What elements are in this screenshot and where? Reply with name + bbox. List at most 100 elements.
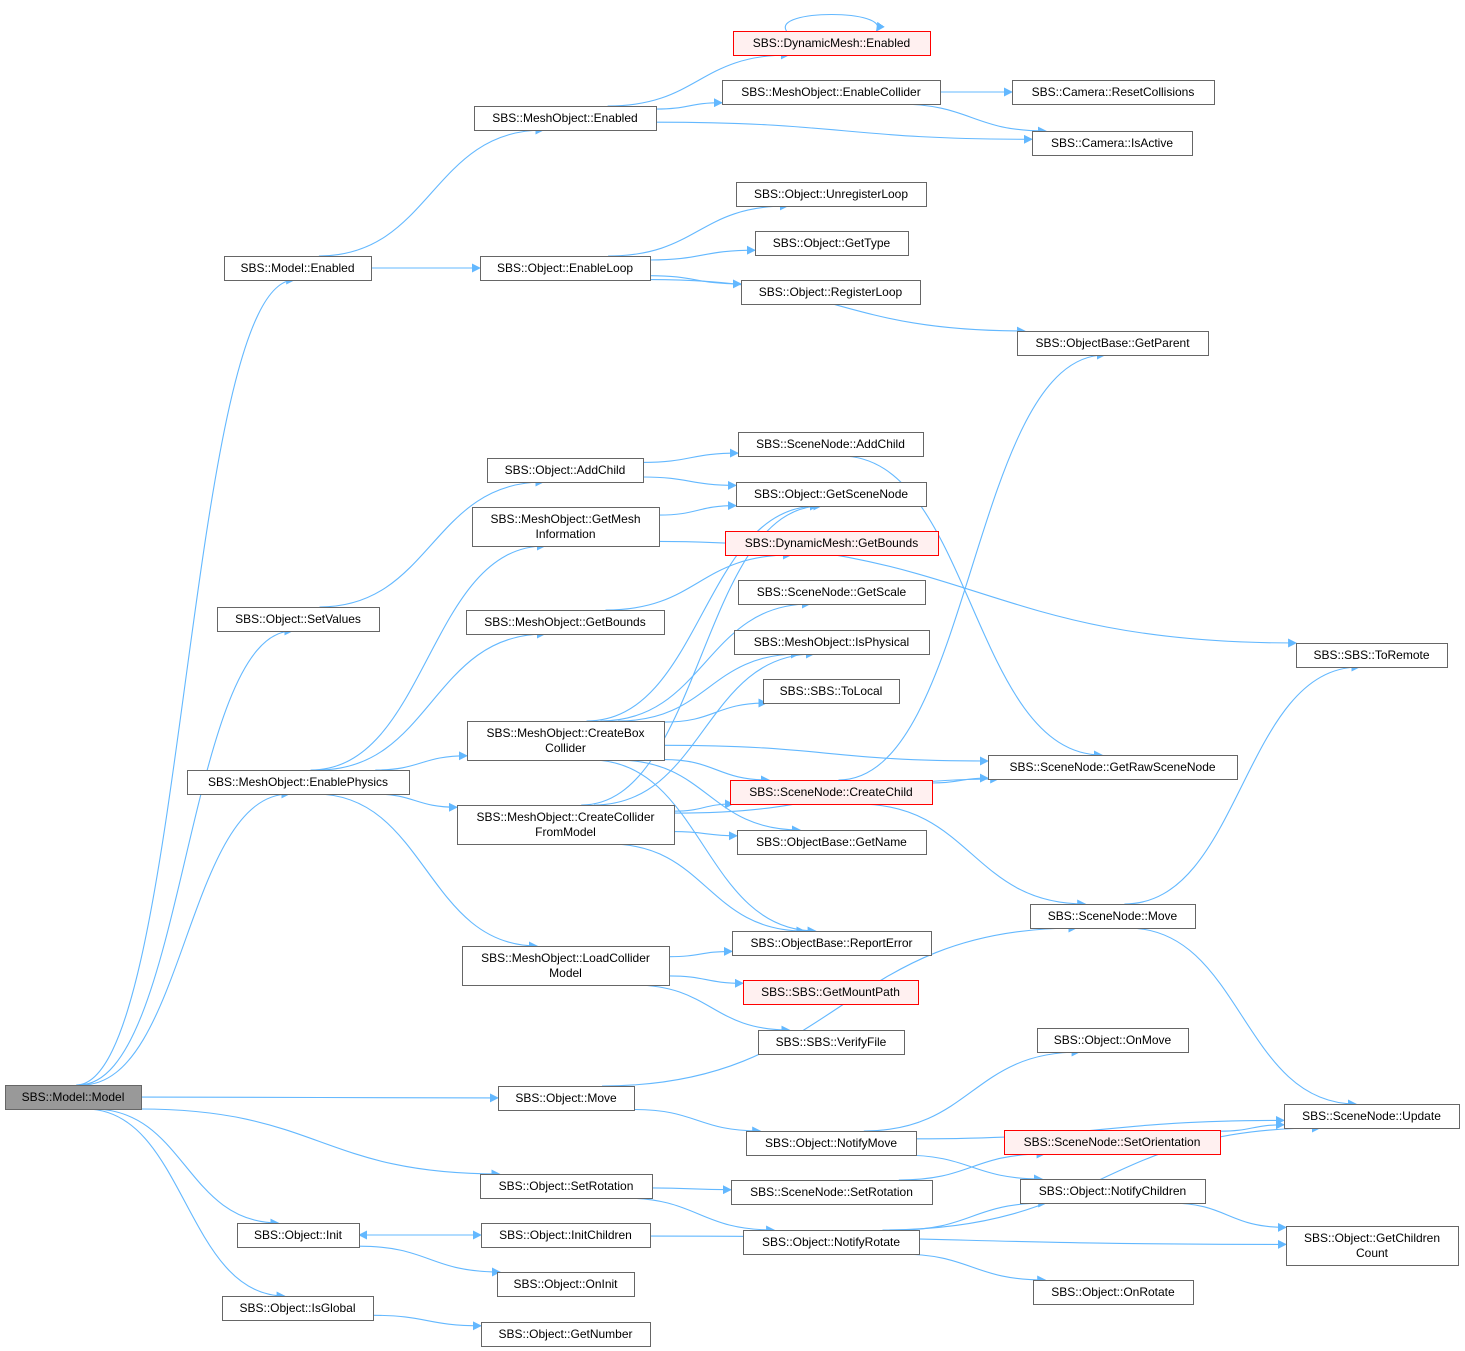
edge-scenenode-setrotation-to-scenenode-setorientation	[898, 1149, 1046, 1181]
node-layer: SBS::Model::ModelSBS::Model::EnabledSBS:…	[5, 31, 1460, 1347]
node-object-addchild[interactable]: SBS::Object::AddChild	[487, 458, 644, 483]
node-object-enableloop[interactable]: SBS::Object::EnableLoop	[480, 256, 651, 281]
edge-scenenode-move-to-scenenode-update	[1127, 927, 1357, 1109]
node-scenenode-createchild[interactable]: SBS::SceneNode::CreateChild	[730, 780, 933, 805]
node-label: SBS::Object::UnregisterLoop	[754, 187, 908, 201]
node-camera-resetcollisions[interactable]: SBS::Camera::ResetCollisions	[1012, 80, 1215, 105]
node-meshobject-enabled[interactable]: SBS::MeshObject::Enabled	[474, 106, 657, 131]
edge-scenenode-createchild-to-scenenode-move	[858, 803, 1087, 909]
edge-object-move-to-object-notifymove	[633, 1108, 762, 1136]
node-object-notifymove[interactable]: SBS::Object::NotifyMove	[746, 1131, 917, 1156]
node-object-init[interactable]: SBS::Object::Init	[237, 1223, 360, 1248]
node-object-isglobal[interactable]: SBS::Object::IsGlobal	[222, 1296, 374, 1321]
node-box	[474, 106, 657, 131]
node-object-initchildren[interactable]: SBS::Object::InitChildren	[481, 1223, 651, 1248]
node-sbs-verifyfile[interactable]: SBS::SBS::VerifyFile	[758, 1030, 905, 1055]
node-label: SBS::SceneNode::AddChild	[756, 437, 905, 451]
node-object-setvalues[interactable]: SBS::Object::SetValues	[217, 607, 380, 632]
node-label: SBS::Object::OnMove	[1054, 1033, 1172, 1047]
node-box	[497, 1272, 635, 1297]
edge-model-model-to-object-setrotation	[139, 1108, 501, 1179]
node-camera-isactive[interactable]: SBS::Camera::IsActive	[1032, 131, 1193, 156]
node-scenenode-update[interactable]: SBS::SceneNode::Update	[1284, 1104, 1460, 1129]
node-box	[481, 1322, 651, 1347]
node-object-gettype[interactable]: SBS::Object::GetType	[755, 231, 909, 256]
edge-scenenode-move-to-sbs-toremote	[1124, 662, 1361, 905]
node-label: SBS::SceneNode::SetRotation	[750, 1185, 913, 1199]
node-box	[733, 31, 931, 56]
node-dynamicmesh-getbounds[interactable]: SBS::DynamicMesh::GetBounds	[725, 531, 939, 556]
edge-scenenode-addchild-to-scenenode-getrawscenenode	[840, 455, 1103, 760]
edge-meshobject-enablephysics-to-meshobject-createboxcollider	[375, 751, 468, 771]
node-objectbase-getparent[interactable]: SBS::ObjectBase::GetParent	[1017, 331, 1209, 356]
node-label: SBS::Object::Move	[515, 1091, 617, 1105]
edge-object-enableloop-to-object-unregisterloop	[608, 201, 789, 257]
node-box	[743, 1230, 920, 1255]
node-object-notifyrotate[interactable]: SBS::Object::NotifyRotate	[743, 1230, 920, 1255]
node-sbs-getmountpath[interactable]: SBS::SBS::GetMountPath	[743, 980, 919, 1005]
node-scenenode-getrawscenenode[interactable]: SBS::SceneNode::GetRawSceneNode	[988, 755, 1238, 780]
node-objectbase-getname[interactable]: SBS::ObjectBase::GetName	[737, 830, 927, 855]
node-sbs-tolocal[interactable]: SBS::SBS::ToLocal	[763, 679, 900, 704]
edge-dynamicmesh-enabled-to-dynamicmesh-enabled	[784, 13, 885, 32]
node-object-notifychildren[interactable]: SBS::Object::NotifyChildren	[1020, 1179, 1206, 1204]
node-object-move[interactable]: SBS::Object::Move	[498, 1086, 635, 1111]
node-object-setrotation[interactable]: SBS::Object::SetRotation	[480, 1174, 653, 1199]
edge-model-model-to-meshobject-enablephysics	[81, 789, 291, 1086]
node-object-onrotate[interactable]: SBS::Object::OnRotate	[1033, 1280, 1194, 1305]
node-meshobject-enablephysics[interactable]: SBS::MeshObject::EnablePhysics	[187, 770, 410, 795]
node-label: SBS::Object::AddChild	[505, 463, 626, 477]
node-label: Information	[535, 527, 595, 541]
edge-model-model-to-object-move	[140, 1093, 499, 1103]
node-box	[755, 231, 909, 256]
node-sbs-toremote[interactable]: SBS::SBS::ToRemote	[1296, 643, 1448, 668]
edge-model-enabled-to-meshobject-enabled	[318, 125, 545, 257]
node-box	[1033, 1280, 1194, 1305]
node-dynamicmesh-enabled[interactable]: SBS::DynamicMesh::Enabled	[733, 31, 931, 56]
node-scenenode-setorientation[interactable]: SBS::SceneNode::SetOrientation	[1004, 1130, 1221, 1155]
node-label: SBS::Object::RegisterLoop	[759, 285, 903, 299]
edge-meshobject-createcolliderfrommodel-to-objectbase-reporterror	[609, 843, 806, 936]
node-box	[487, 458, 644, 483]
node-object-getscenenode[interactable]: SBS::Object::GetSceneNode	[736, 482, 927, 507]
edge-meshobject-enablephysics-to-meshobject-createcolliderfrommodel	[373, 793, 458, 812]
node-scenenode-getscale[interactable]: SBS::SceneNode::GetScale	[738, 580, 926, 605]
node-object-getnumber[interactable]: SBS::Object::GetNumber	[481, 1322, 651, 1347]
node-box	[217, 607, 380, 632]
node-label: SBS::MeshObject::EnableCollider	[741, 85, 920, 99]
node-box	[498, 1086, 635, 1111]
node-box	[763, 679, 900, 704]
node-scenenode-move[interactable]: SBS::SceneNode::Move	[1030, 904, 1196, 929]
node-model-enabled[interactable]: SBS::Model::Enabled	[224, 256, 372, 281]
node-label: SBS::Object::GetChildren	[1304, 1231, 1440, 1245]
node-box	[480, 1174, 653, 1199]
node-label: SBS::SceneNode::CreateChild	[749, 785, 912, 799]
node-objectbase-reporterror[interactable]: SBS::ObjectBase::ReportError	[732, 931, 932, 956]
node-box	[722, 80, 941, 105]
node-meshobject-getbounds[interactable]: SBS::MeshObject::GetBounds	[466, 610, 665, 635]
node-label: SBS::SBS::ToRemote	[1313, 648, 1429, 662]
node-box	[1286, 1226, 1459, 1266]
node-box	[467, 721, 665, 761]
node-model-model[interactable]: SBS::Model::Model	[5, 1085, 142, 1110]
node-meshobject-isphysical[interactable]: SBS::MeshObject::IsPhysical	[734, 630, 930, 655]
node-meshobject-enablecollider[interactable]: SBS::MeshObject::EnableCollider	[722, 80, 941, 105]
edge-layer	[76, 13, 1361, 1331]
node-object-oninit[interactable]: SBS::Object::OnInit	[497, 1272, 635, 1297]
edge-scenenode-createchild-to-objectbase-getparent	[838, 350, 1106, 781]
node-object-unregisterloop[interactable]: SBS::Object::UnregisterLoop	[736, 182, 927, 207]
node-label: SBS::MeshObject::CreateBox	[486, 726, 644, 740]
node-object-onmove[interactable]: SBS::Object::OnMove	[1037, 1028, 1189, 1053]
node-scenenode-setrotation[interactable]: SBS::SceneNode::SetRotation	[731, 1180, 933, 1205]
edge-object-setrotation-to-scenenode-setrotation	[651, 1185, 732, 1195]
edge-meshobject-createboxcollider-to-scenenode-getrawscenenode	[663, 744, 989, 766]
node-object-registerloop[interactable]: SBS::Object::RegisterLoop	[741, 280, 921, 305]
node-scenenode-addchild[interactable]: SBS::SceneNode::AddChild	[738, 432, 924, 457]
node-label: SBS::Object::GetType	[773, 236, 891, 250]
node-box	[737, 830, 927, 855]
